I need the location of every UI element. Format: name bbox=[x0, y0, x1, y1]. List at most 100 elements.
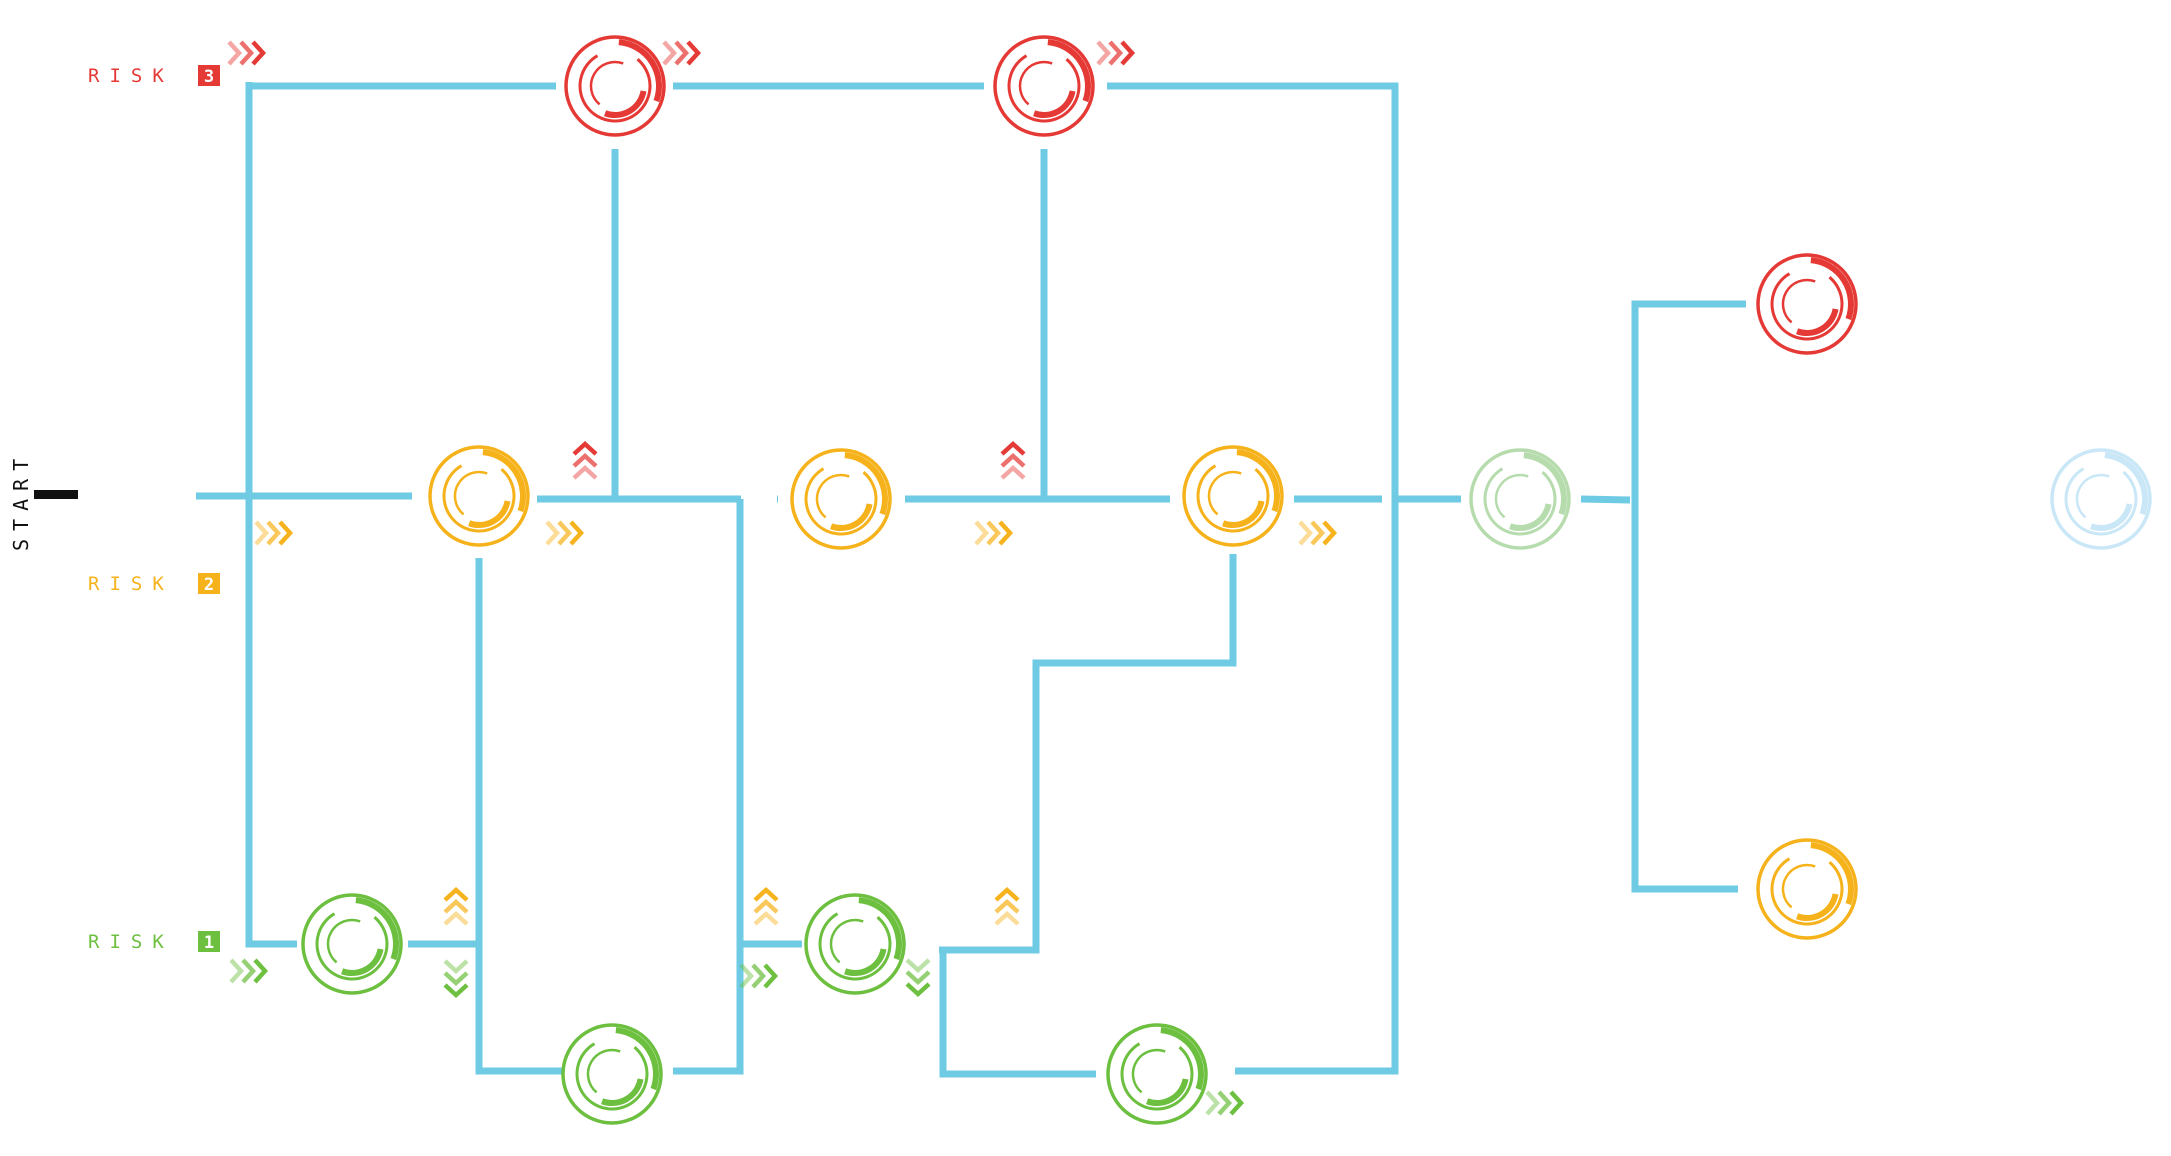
triple-chevron-down-icon bbox=[443, 959, 469, 999]
ring-arc-core bbox=[1018, 60, 1053, 106]
chevron-icon bbox=[253, 958, 269, 984]
ring-arc-mid bbox=[1120, 1042, 1194, 1111]
ring-arc-outer bbox=[2104, 452, 2148, 516]
chevron-icon bbox=[1120, 40, 1136, 66]
ring-arc-inner bbox=[601, 1078, 644, 1106]
chevron-icon bbox=[557, 520, 573, 546]
chevron-icon bbox=[751, 963, 767, 989]
chevron-icon bbox=[986, 520, 1002, 546]
triple-chevron-right-icon bbox=[1205, 1090, 1245, 1116]
ring-outer bbox=[1182, 445, 1284, 547]
ring-arc-outer bbox=[1047, 39, 1091, 103]
node-r1-b progress-ring-icon[interactable] bbox=[804, 893, 906, 995]
ring-outer bbox=[564, 35, 666, 137]
node-r2-end progress-ring-icon[interactable] bbox=[1756, 838, 1858, 940]
chevron-icon bbox=[278, 520, 294, 546]
ring-arc-mid bbox=[1770, 272, 1844, 341]
chevron-icon bbox=[239, 40, 255, 66]
triple-chevron-right-icon bbox=[229, 958, 269, 984]
triple-chevron-right-icon bbox=[254, 520, 294, 546]
connector-line bbox=[1631, 300, 1746, 893]
ring-arc-outer bbox=[1160, 1027, 1204, 1091]
ring-arc-mid bbox=[1196, 464, 1270, 533]
ring-arc-core bbox=[1781, 278, 1816, 324]
ring-arc-outer bbox=[1523, 452, 1567, 516]
connector-lines bbox=[196, 82, 1746, 1078]
triple-chevron-up-icon bbox=[753, 886, 779, 926]
node-r2-b progress-ring-icon[interactable] bbox=[790, 448, 892, 550]
chevron-icon bbox=[1000, 452, 1026, 468]
triple-chevron-up-icon bbox=[572, 440, 598, 480]
chevron-icon bbox=[443, 971, 469, 987]
node-r1-d progress-ring-icon[interactable] bbox=[1106, 1023, 1208, 1125]
ring-arc-inner bbox=[604, 90, 647, 118]
node-r3-a progress-ring-icon[interactable] bbox=[564, 35, 666, 137]
node-r1-c progress-ring-icon[interactable] bbox=[561, 1023, 663, 1125]
ring-arc-outer bbox=[1810, 257, 1854, 321]
ring-arc-core bbox=[829, 918, 864, 964]
chevron-icon bbox=[974, 520, 990, 546]
ring-arc-core bbox=[1131, 1048, 1166, 1094]
risk-label-text: RISK bbox=[88, 65, 174, 87]
arrow-groups bbox=[227, 40, 1338, 1116]
chevron-icon bbox=[994, 898, 1020, 914]
risk-label-text: RISK bbox=[88, 573, 174, 595]
chevron-icon bbox=[266, 520, 282, 546]
node-future progress-ring-icon[interactable] bbox=[2050, 448, 2152, 550]
ring-arc-core bbox=[1494, 473, 1529, 519]
triple-chevron-right-icon bbox=[662, 40, 702, 66]
connector-line bbox=[475, 558, 564, 1075]
chevron-icon bbox=[443, 886, 469, 902]
chevron-icon bbox=[251, 40, 267, 66]
ring-arc-mid bbox=[804, 467, 878, 536]
risk-label-text: RISK bbox=[88, 931, 174, 953]
ring-arc-core bbox=[1207, 470, 1242, 516]
triple-chevron-right-icon bbox=[739, 963, 779, 989]
triple-chevron-right-icon bbox=[1298, 520, 1338, 546]
ring-arc-outer bbox=[1236, 449, 1280, 513]
chevron-icon bbox=[572, 440, 598, 456]
triple-chevron-up-icon bbox=[443, 886, 469, 926]
ring-arc-core bbox=[326, 918, 361, 964]
ring-arc-mid bbox=[1483, 467, 1557, 536]
chevron-icon bbox=[994, 910, 1020, 926]
ring-arc-outer bbox=[615, 1027, 659, 1091]
ring-outer bbox=[1756, 253, 1858, 355]
risk-badge bbox=[198, 65, 220, 86]
node-r1-a progress-ring-icon[interactable] bbox=[301, 893, 403, 995]
triple-chevron-up-icon bbox=[994, 886, 1020, 926]
triple-chevron-up-icon bbox=[1000, 440, 1026, 480]
chevron-icon bbox=[686, 40, 702, 66]
chevron-icon bbox=[1298, 520, 1314, 546]
risk-badge-number: 3 bbox=[204, 67, 214, 87]
ring-arc-mid bbox=[1770, 857, 1844, 926]
chevron-icon bbox=[1205, 1090, 1221, 1116]
node-r2-a progress-ring-icon[interactable] bbox=[428, 445, 530, 547]
ring-arc-inner bbox=[1033, 90, 1076, 118]
node-r2-c progress-ring-icon[interactable] bbox=[1182, 445, 1284, 547]
chevron-icon bbox=[1310, 520, 1326, 546]
node-merge progress-ring-icon[interactable] bbox=[1469, 448, 1571, 550]
risk-badge bbox=[198, 573, 220, 594]
ring-arc-mid bbox=[2064, 467, 2138, 536]
ring-arc-inner bbox=[1796, 893, 1839, 921]
ring-arc-inner bbox=[341, 948, 384, 976]
chevron-icon bbox=[905, 970, 931, 986]
chevron-icon bbox=[739, 963, 755, 989]
chevron-icon bbox=[998, 520, 1014, 546]
start-label: START bbox=[9, 451, 33, 551]
chevron-icon bbox=[443, 959, 469, 975]
ring-arc-inner bbox=[1509, 503, 1552, 531]
ring-arc-inner bbox=[468, 500, 511, 528]
ring-arc-outer bbox=[482, 449, 526, 513]
chevron-icon bbox=[443, 910, 469, 926]
chevron-icon bbox=[905, 982, 931, 998]
connector-line bbox=[245, 82, 297, 948]
ring-arc-mid bbox=[575, 1042, 649, 1111]
chevron-icon bbox=[254, 520, 270, 546]
node-r3-end progress-ring-icon[interactable] bbox=[1756, 253, 1858, 355]
ring-arc-core bbox=[815, 473, 850, 519]
node-r3-b progress-ring-icon[interactable] bbox=[993, 35, 1095, 137]
